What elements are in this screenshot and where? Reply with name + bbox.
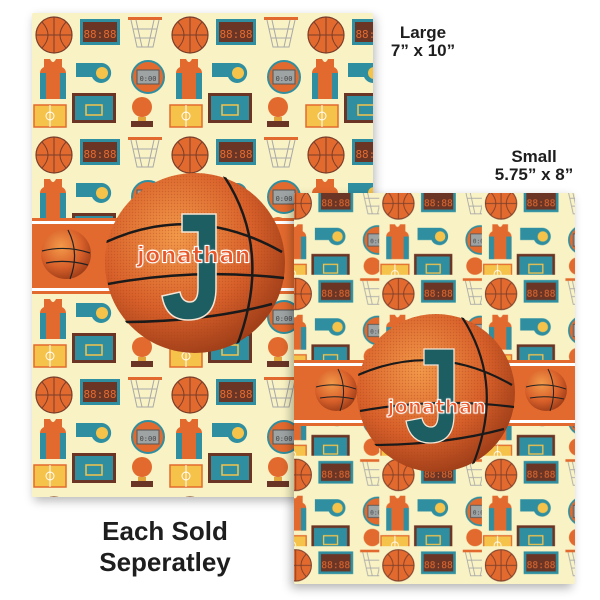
basketball-icon [357,314,515,472]
size-name: Small [511,147,557,166]
note-line-2: Seperatley [99,547,231,578]
large-size-label: Large 7” x 10” [368,24,478,60]
small-product-panel: jonathan [294,193,575,584]
size-name: Large [399,23,447,42]
basketball-icon [105,173,285,353]
small-basketball-icon [315,368,357,412]
small-basketball-icon [525,368,567,412]
small-size-label: Small 5.75” x 8” [478,148,590,184]
small-basketball-icon [41,229,91,280]
personalized-name-text: jonathan [387,396,487,419]
size-dimensions: 7” x 10” [390,40,456,60]
sold-separately-note: Each Sold Seperatley [70,516,260,578]
note-line-1: Each Sold [102,516,228,546]
personalized-name-text: jonathan [137,243,251,269]
size-dimensions: 5.75” x 8” [494,164,574,184]
